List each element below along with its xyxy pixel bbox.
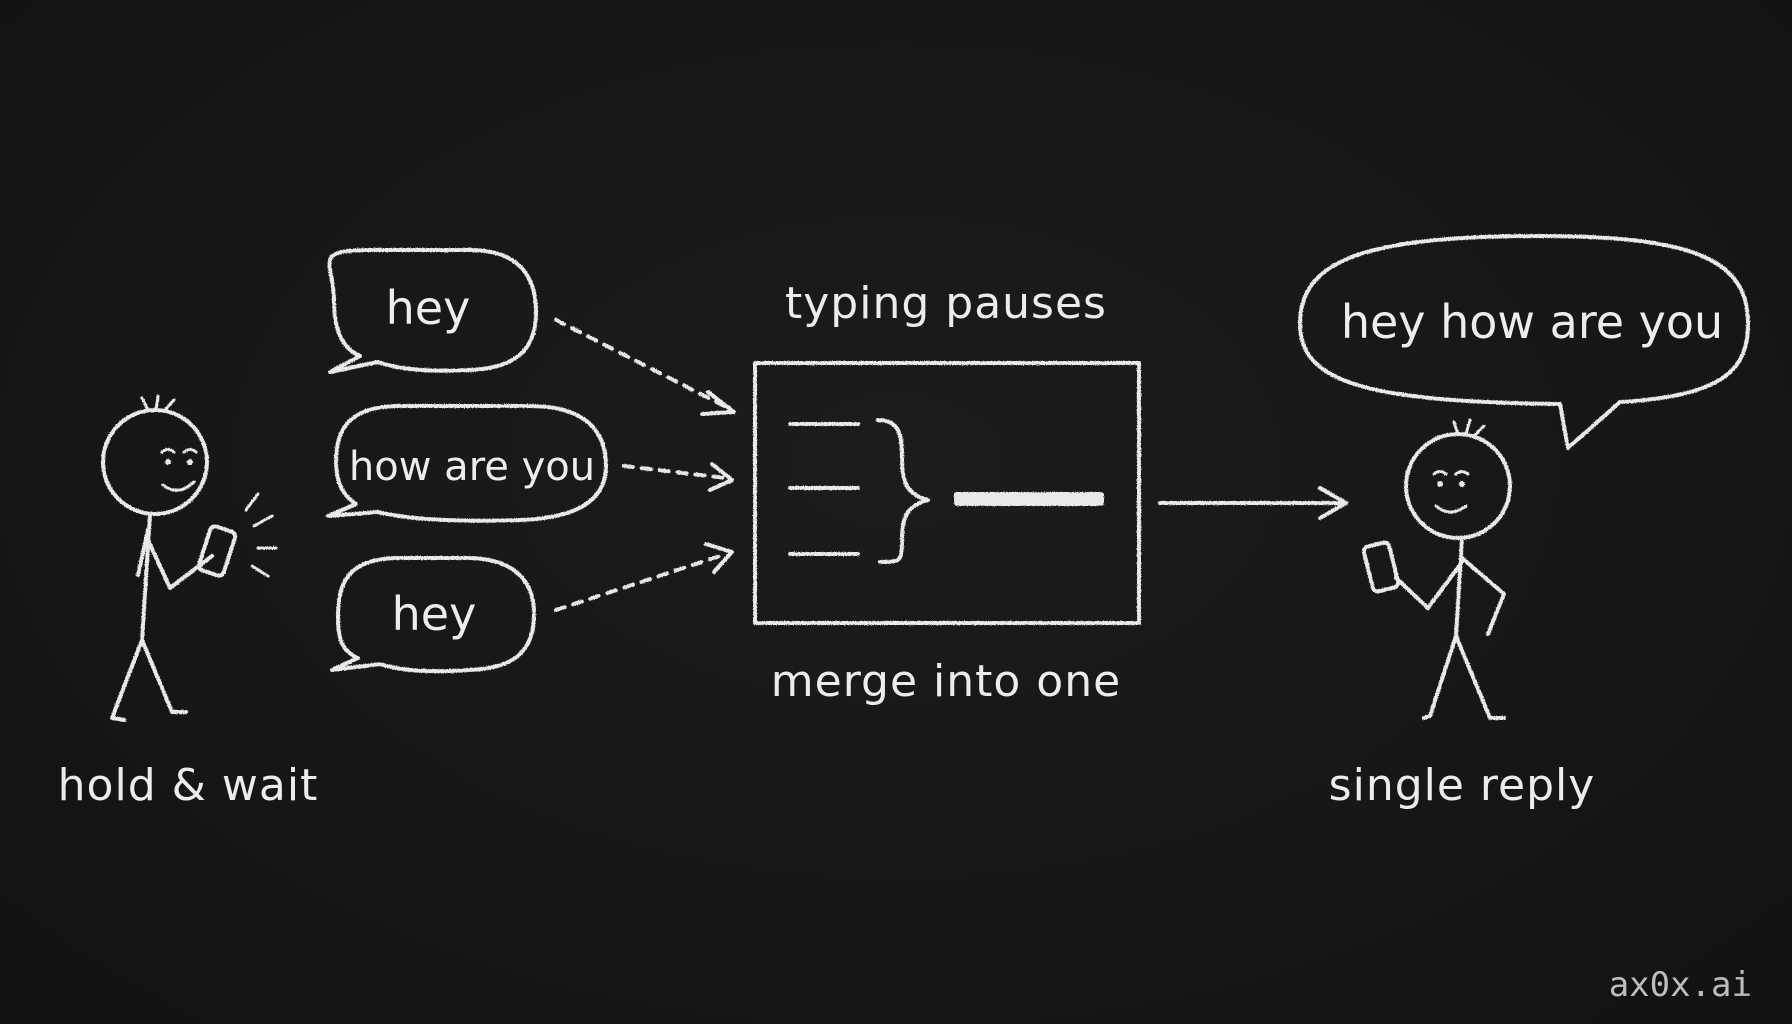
sender-back-arm — [136, 528, 150, 577]
phone-icon — [196, 492, 278, 578]
reply-text: hey how are you — [1341, 295, 1723, 349]
receiver-right-leg — [1454, 634, 1506, 720]
message-bubble — [326, 404, 608, 523]
reply-bubble-outline — [1298, 234, 1750, 450]
receiver-figure — [1394, 418, 1512, 720]
message-text: how are you — [349, 444, 595, 490]
message-bubble — [327, 248, 538, 374]
sender-smile — [161, 480, 196, 492]
sender-hair — [140, 394, 176, 413]
receiver-hand-on-hip — [1460, 556, 1506, 636]
merge-box-frame — [753, 361, 1141, 625]
sender-arm — [146, 538, 214, 590]
sender-left-leg — [110, 638, 144, 722]
sender-figure — [101, 394, 214, 722]
merged-line — [954, 492, 1104, 506]
receiver-hair — [1452, 418, 1486, 438]
merge-brace — [876, 418, 930, 564]
sender-caption: hold & wait — [58, 760, 319, 811]
message-bubble-outline — [326, 404, 608, 523]
receiver-torso — [1454, 536, 1464, 638]
buffer-top-label: typing pauses — [785, 278, 1107, 329]
receiver-caption: single reply — [1329, 760, 1596, 811]
input-lines — [788, 422, 860, 556]
receiver-arm — [1394, 560, 1464, 610]
message-bubble-outline — [330, 556, 536, 674]
receiver-eye — [1437, 481, 1443, 487]
solid-arrow — [1158, 486, 1348, 520]
buffer-bottom-label: merge into one — [771, 656, 1121, 707]
sender-eye — [187, 459, 193, 465]
receiver-left-leg — [1422, 634, 1458, 720]
merge-box — [753, 361, 1141, 625]
reply-bubble — [1298, 234, 1750, 450]
message-text: hey — [386, 281, 471, 335]
phone-icon — [1361, 540, 1401, 594]
sender-eye — [165, 459, 171, 465]
receiver-eye — [1459, 481, 1465, 487]
receiver-eyebrows — [1432, 470, 1470, 476]
sender-right-leg — [140, 638, 188, 714]
sender-eyebrows — [160, 448, 198, 454]
dashed-arrow — [622, 462, 734, 492]
dashed-arrow — [554, 542, 734, 612]
message-bubble — [330, 556, 536, 674]
dashed-arrow — [554, 318, 736, 416]
message-bubble-outline — [327, 248, 538, 374]
watermark: ax0x.ai — [1609, 965, 1752, 1005]
vibration-lines — [244, 492, 278, 578]
message-text: hey — [392, 587, 477, 641]
receiver-head — [1404, 432, 1512, 540]
receiver-smile — [1434, 504, 1468, 514]
